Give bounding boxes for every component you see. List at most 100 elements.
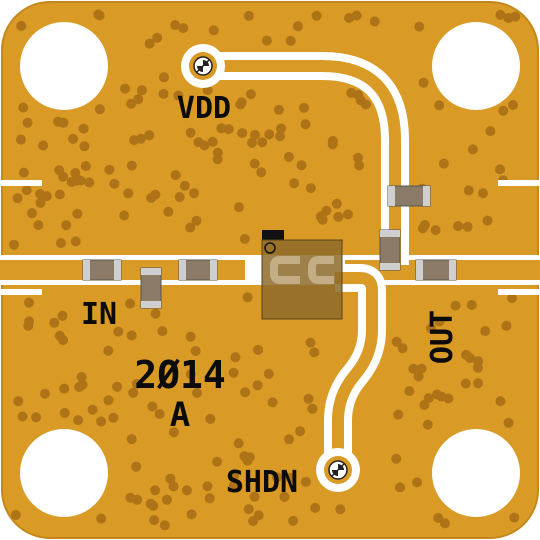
via-dot xyxy=(185,331,196,342)
via-dot xyxy=(150,308,161,319)
via-dot xyxy=(335,504,346,515)
via-dot xyxy=(264,129,275,140)
via-dot xyxy=(292,21,303,32)
via-dot xyxy=(157,326,168,337)
via-dot xyxy=(299,102,309,113)
via-dot xyxy=(31,412,42,423)
components xyxy=(82,185,457,309)
via-dot xyxy=(13,396,24,407)
via-dot xyxy=(119,210,130,221)
via-dot xyxy=(152,32,163,43)
via-dot xyxy=(321,205,332,216)
via-dot xyxy=(168,427,179,438)
via-dot xyxy=(33,220,44,231)
via-dot xyxy=(165,473,176,484)
via-dot xyxy=(109,178,120,189)
via-dot xyxy=(159,520,170,531)
via-dot xyxy=(27,208,37,219)
via-dot xyxy=(503,13,514,23)
capacitor-input-1 xyxy=(82,259,122,281)
via-field xyxy=(9,9,521,531)
via-dot xyxy=(94,104,105,115)
via-dot xyxy=(228,480,239,491)
via-dot xyxy=(35,197,46,208)
via-dot xyxy=(460,378,471,389)
via-dot xyxy=(393,409,404,420)
via-dot xyxy=(273,104,284,115)
via-dot xyxy=(54,189,65,200)
via-dot xyxy=(170,170,181,181)
via-dot xyxy=(212,456,223,467)
via-dot xyxy=(126,434,137,445)
via-dot xyxy=(207,136,218,147)
via-dot xyxy=(75,175,86,186)
via-dot xyxy=(38,140,49,151)
via-dot xyxy=(261,35,272,46)
via-dot xyxy=(417,223,428,234)
via-dot xyxy=(103,345,114,356)
via-dot xyxy=(78,123,89,134)
via-dot xyxy=(285,35,296,46)
ic-pin1-marker xyxy=(262,230,284,240)
capacitor-bias xyxy=(387,185,431,207)
via-dot xyxy=(112,381,123,392)
via-dot xyxy=(12,193,23,204)
via-dot xyxy=(147,401,158,412)
via-dot xyxy=(467,144,478,155)
via-dot xyxy=(15,134,26,145)
via-dot xyxy=(18,102,29,113)
ic-pad-right xyxy=(308,256,334,284)
via-dot xyxy=(168,481,179,492)
pad-cross-fill xyxy=(197,60,209,72)
via-dot xyxy=(174,192,185,202)
via-dot xyxy=(126,330,137,341)
via-dot xyxy=(173,90,184,101)
via-dot xyxy=(233,438,244,449)
via-dot xyxy=(54,330,65,341)
via-dot xyxy=(295,426,306,437)
via-dot xyxy=(419,399,430,410)
via-dot xyxy=(271,472,282,483)
via-dot xyxy=(508,100,518,110)
via-dot xyxy=(150,485,161,496)
via-dot xyxy=(123,188,134,199)
via-dot xyxy=(252,380,263,391)
via-dot xyxy=(309,347,320,358)
via-dot xyxy=(391,336,402,347)
via-dot xyxy=(275,131,285,142)
via-dot xyxy=(22,117,33,128)
slot-right-top xyxy=(498,180,540,186)
via-dot xyxy=(212,147,223,158)
vdd-label: VDD xyxy=(177,91,231,126)
vdd-bias-trace xyxy=(203,60,401,265)
via-dot xyxy=(436,391,447,402)
slot-right-bottom xyxy=(498,289,540,295)
via-dot xyxy=(438,158,449,169)
via-dot xyxy=(170,20,181,31)
via-dot xyxy=(391,453,402,464)
via-dot xyxy=(131,378,142,389)
via-dot xyxy=(433,513,444,523)
via-dot xyxy=(234,202,244,213)
slot-left-top xyxy=(0,180,42,186)
via-dot xyxy=(73,415,84,426)
via-dot xyxy=(414,21,425,32)
via-dot xyxy=(327,139,338,150)
via-dot xyxy=(473,378,483,389)
via-dot xyxy=(495,9,506,20)
via-dot xyxy=(16,20,27,31)
via-dot xyxy=(267,397,278,408)
silkscreen: VDD IN OUT 2Ø14 A SHDN xyxy=(81,91,460,500)
via-dot xyxy=(96,513,107,524)
via-dot xyxy=(369,16,380,27)
part-number-label: 2Ø14 xyxy=(134,353,226,397)
via-dot xyxy=(21,185,32,196)
via-dot xyxy=(472,362,483,373)
via-dot xyxy=(108,412,119,423)
via-dot xyxy=(66,177,77,187)
via-dot xyxy=(163,206,174,217)
via-dot xyxy=(158,88,169,99)
mounting-hole-top-right-icon xyxy=(432,22,520,110)
via-dot xyxy=(70,168,81,178)
via-dot xyxy=(296,160,307,171)
